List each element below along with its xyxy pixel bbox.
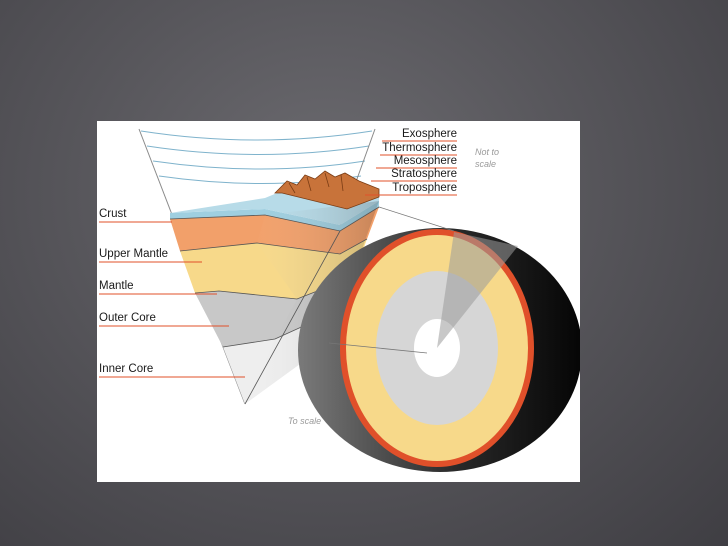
note-to-scale: To scale xyxy=(288,416,321,426)
earth-sphere-cutaway xyxy=(298,228,580,472)
label-mesosphere: Mesosphere xyxy=(394,155,457,167)
label-stratosphere: Stratosphere xyxy=(391,168,457,180)
atmosphere-arcs xyxy=(141,131,372,184)
label-upper-mantle: Upper Mantle xyxy=(99,248,168,260)
note-not-to-scale-line1: Not to xyxy=(475,147,499,157)
label-crust: Crust xyxy=(99,208,127,220)
label-inner-core: Inner Core xyxy=(99,363,153,375)
label-exosphere: Exosphere xyxy=(402,128,457,140)
earth-layers-diagram: Crust Upper Mantle Mantle Outer Core Inn… xyxy=(97,121,580,482)
label-outer-core: Outer Core xyxy=(99,312,156,324)
label-troposphere: Troposphere xyxy=(392,182,457,194)
label-thermosphere: Thermosphere xyxy=(382,142,457,154)
earth-layers-svg: Crust Upper Mantle Mantle Outer Core Inn… xyxy=(97,121,580,482)
label-mantle: Mantle xyxy=(99,280,134,292)
note-not-to-scale-line2: scale xyxy=(475,159,496,169)
atmosphere-labels: Exosphere Thermosphere Mesosphere Strato… xyxy=(365,128,457,195)
